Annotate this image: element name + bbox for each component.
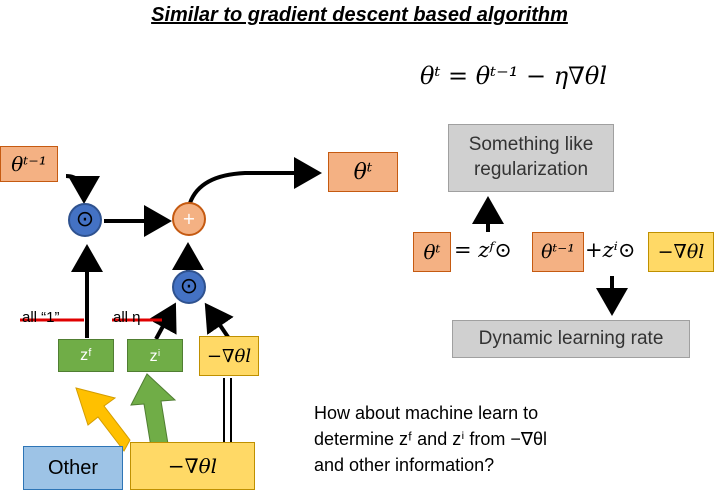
crossed-all-eta-label: all η	[113, 309, 141, 326]
crossed-all-one-label: all “1”	[22, 309, 60, 326]
odot-node-2: ⊙	[172, 270, 206, 304]
eq-zf-odot: = zᶠ⊙	[454, 238, 512, 262]
odot-symbol: ⊙	[179, 274, 199, 299]
odot-symbol: ⊙	[75, 207, 95, 232]
zi-box: zⁱ	[127, 339, 183, 372]
yellow-block-arrow	[75, 387, 131, 452]
arrow-grad-to-odot2	[204, 302, 234, 339]
neg-grad-box: −∇θl	[199, 336, 259, 376]
zf-box: zᶠ	[58, 339, 114, 372]
question-line-1: How about machine learn to	[314, 403, 539, 423]
arrow-theta-prev-to-odot	[65, 174, 100, 204]
eq-plus-zi-odot: +zⁱ⊙	[585, 238, 636, 262]
arrow-plus-to-theta	[188, 157, 322, 204]
odot-node-1: ⊙	[68, 203, 102, 237]
dynamic-lr-box: Dynamic learning rate	[452, 320, 690, 358]
regularization-box: Something like regularization	[448, 124, 614, 192]
neg-grad-bottom-box: −∇θl	[130, 442, 255, 490]
regularization-label: Something like regularization	[468, 134, 594, 180]
eq-theta-t: θᵗ	[413, 232, 451, 272]
eq-theta-prev: θᵗ⁻¹	[532, 232, 584, 272]
update-equation: θᵗ = θᵗ⁻¹ − η∇θl	[420, 62, 608, 90]
plus-node: +	[172, 202, 206, 236]
eq-neg-grad: −∇θl	[648, 232, 714, 272]
theta-prev-box: θᵗ⁻¹	[0, 146, 58, 182]
question-line-3: and other information?	[314, 455, 495, 475]
question-text: How about machine learn to determine zᶠ …	[314, 400, 547, 478]
question-line-2: determine zᶠ and zⁱ from −∇θl	[314, 429, 547, 449]
arrow-zi-to-odot2	[148, 302, 177, 340]
other-box: Other	[23, 446, 123, 490]
slide-title: Similar to gradient descent based algori…	[151, 4, 568, 26]
plus-symbol: +	[182, 209, 196, 228]
green-block-arrow	[130, 373, 177, 448]
theta-t-box: θᵗ	[328, 152, 398, 192]
